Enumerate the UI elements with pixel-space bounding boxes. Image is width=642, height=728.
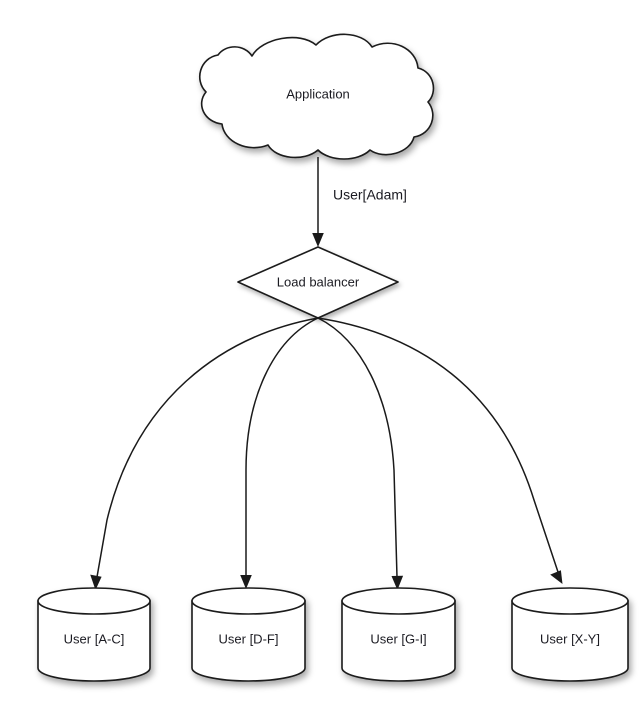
edge-label-user-adam: User[Adam] [333,187,407,203]
edge-balancer-to-db-3 [317,317,404,590]
node-database-3[interactable]: User [G-I] [341,587,456,682]
cylinder-body-4 [511,600,629,682]
cylinder-body-2 [191,600,306,682]
arrowhead-db-2 [240,575,252,589]
cylinder-top-4 [511,587,629,615]
edge-curve-db-1 [96,317,319,578]
cylinder-top-2 [191,587,306,615]
database-label-2: User [D-F] [219,631,279,646]
cloud-label: Application [286,86,350,101]
database-label-3: User [G-I] [370,631,426,646]
node-database-4[interactable]: User [X-Y] [511,587,629,682]
node-database-2[interactable]: User [D-F] [191,587,306,682]
edge-curve-db-2 [245,317,319,577]
cylinder-top-3 [341,587,456,615]
cloud-shape [198,33,435,160]
edge-balancer-to-db-4 [317,317,563,584]
database-label-1: User [A-C] [64,631,125,646]
arrowhead-db-1 [90,574,102,590]
arrowhead-db-3 [391,575,404,590]
edge-balancer-to-db-1 [90,317,319,590]
cylinder-body-1 [37,600,151,682]
edge-curve-db-3 [317,317,398,578]
load-balancer-label: Load balancer [277,274,360,289]
node-load-balancer[interactable]: Load balancer [237,246,399,319]
edge-balancer-to-db-2 [240,317,319,589]
arrowhead-app-lb [312,233,324,247]
cylinder-body-3 [341,600,456,682]
node-database-1[interactable]: User [A-C] [37,587,151,682]
cylinder-top-1 [37,587,151,615]
edge-application-to-balancer: User[Adam] [312,157,407,247]
database-label-4: User [X-Y] [540,631,600,646]
edge-curve-db-4 [317,317,559,573]
arrowhead-db-4 [550,570,563,584]
node-application-cloud[interactable]: Application [198,33,435,160]
